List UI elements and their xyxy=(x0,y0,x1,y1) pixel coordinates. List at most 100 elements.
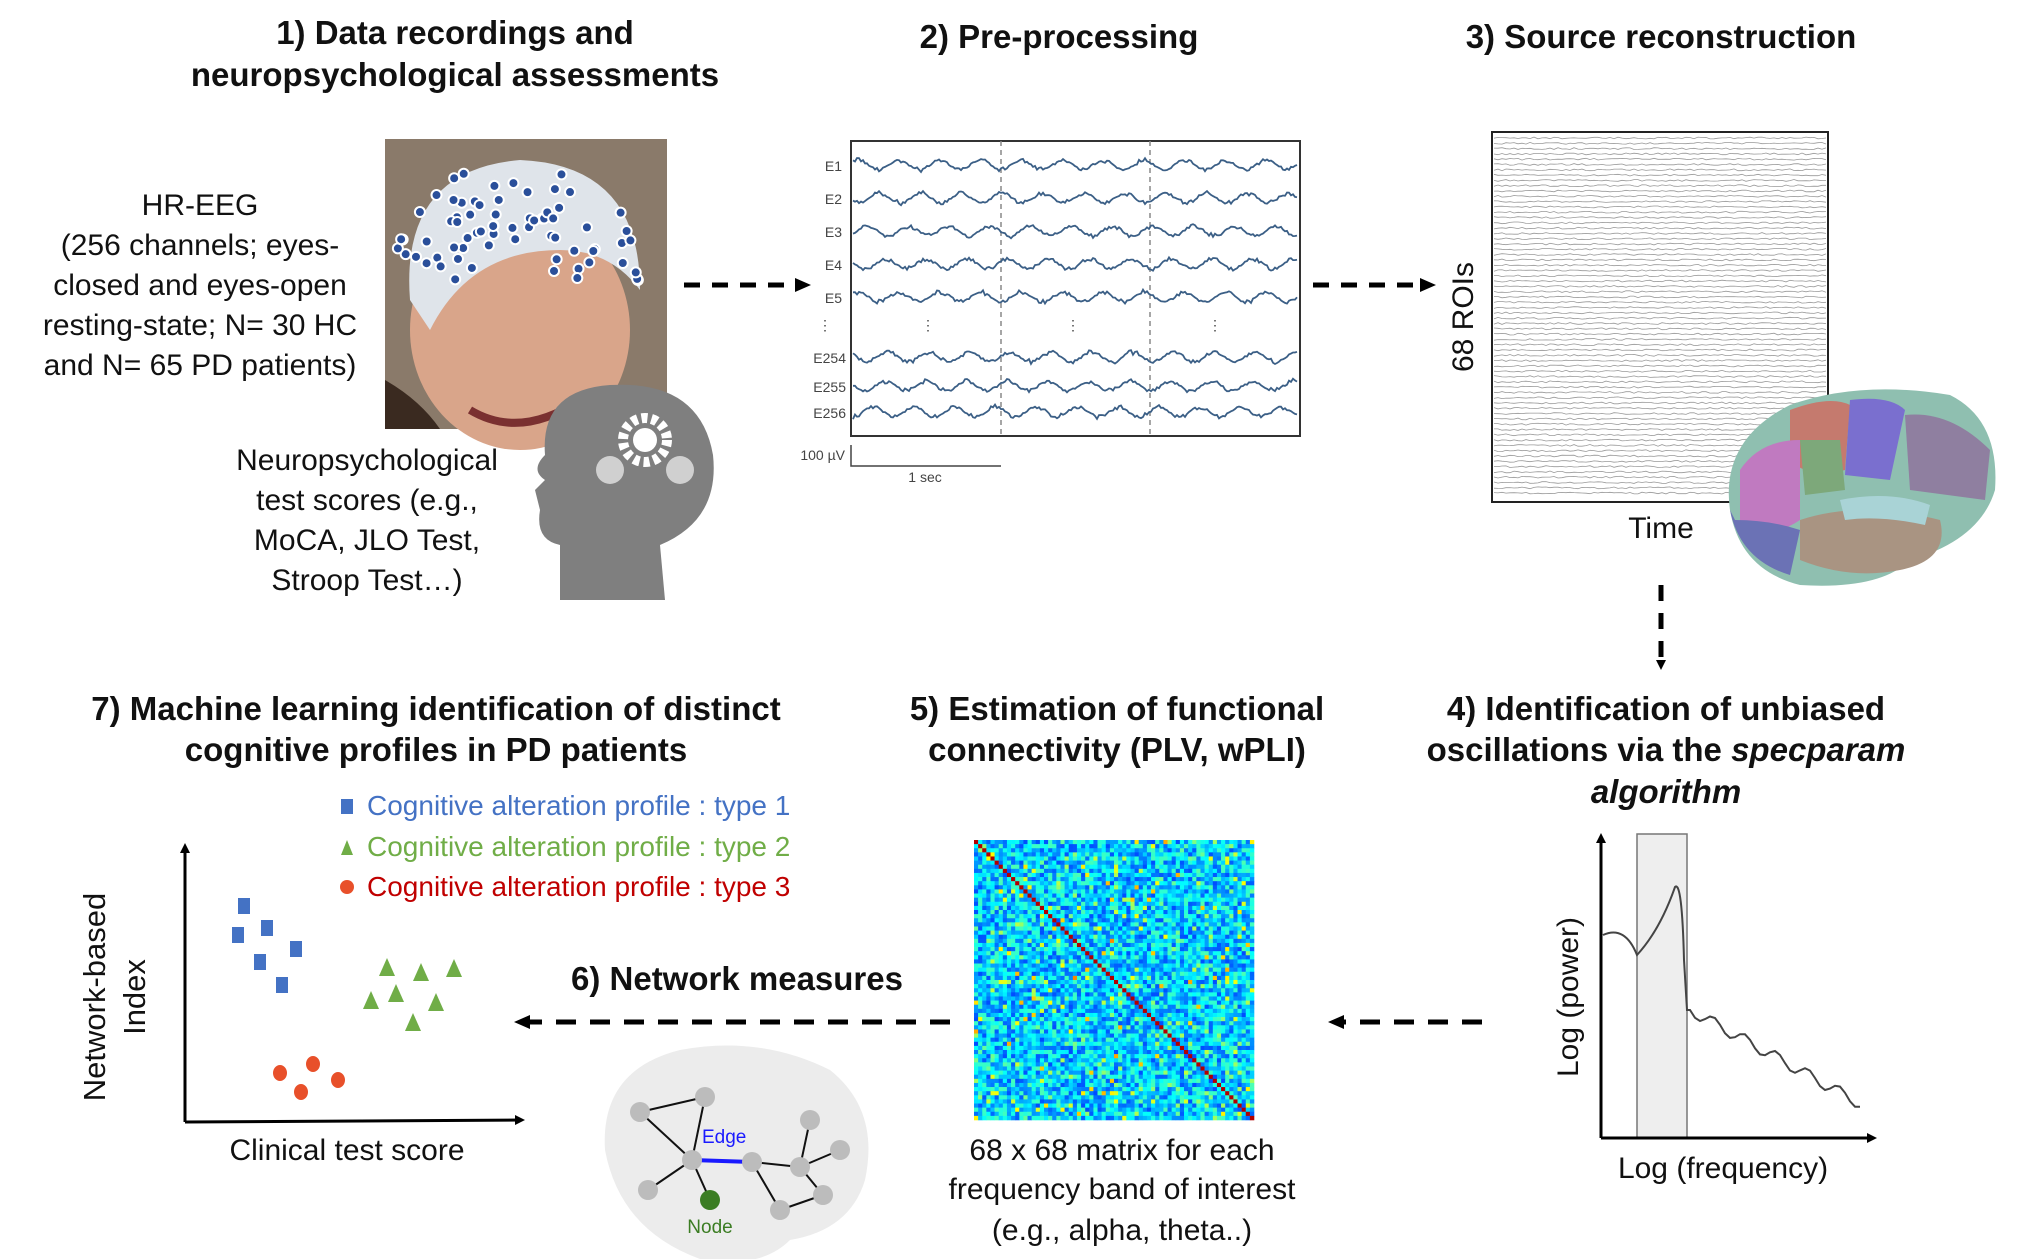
matrix-cell xyxy=(1200,1087,1205,1092)
matrix-cell xyxy=(1039,1074,1045,1080)
matrix-cell xyxy=(986,938,991,944)
matrix-cell xyxy=(1196,848,1201,853)
matrix-cell xyxy=(1105,1041,1111,1047)
matrix-cell xyxy=(1060,1000,1065,1006)
matrix-cell xyxy=(1134,860,1140,866)
matrix-cell xyxy=(1031,1082,1037,1088)
matrix-cell xyxy=(1212,1058,1218,1063)
matrix-cell xyxy=(1035,951,1041,956)
matrix-cell xyxy=(1159,868,1164,874)
matrix-cell xyxy=(1105,914,1111,919)
matrix-cell xyxy=(1056,992,1061,997)
matrix-cell xyxy=(990,1091,995,1096)
matrix-cell xyxy=(1237,1017,1242,1022)
matrix-cell xyxy=(1109,980,1115,985)
matrix-cell xyxy=(1184,1041,1189,1047)
matrix-cell xyxy=(1175,1008,1181,1014)
matrix-cell xyxy=(1118,1012,1123,1018)
matrix-cell xyxy=(1126,901,1131,907)
matrix-cell xyxy=(1229,1037,1234,1043)
matrix-cell xyxy=(1097,877,1102,882)
matrix-cell xyxy=(1179,1062,1185,1067)
matrix-cell xyxy=(998,1103,1004,1108)
matrix-cell xyxy=(1085,1041,1090,1047)
matrix-cell xyxy=(1245,1029,1251,1034)
matrix-cell xyxy=(1184,1012,1189,1018)
matrix-cell xyxy=(1221,1054,1226,1059)
matrix-cell xyxy=(982,984,987,989)
matrix-cell xyxy=(994,967,1000,973)
matrix-cell xyxy=(1031,856,1037,861)
matrix-cell xyxy=(1142,893,1148,898)
matrix-cell xyxy=(1167,1017,1172,1022)
matrix-cell xyxy=(1122,942,1127,948)
matrix-cell xyxy=(1155,1054,1160,1059)
matrix-cell xyxy=(1188,1012,1193,1018)
matrix-cell xyxy=(1002,922,1008,927)
matrix-cell xyxy=(1204,992,1210,997)
matrix-cell xyxy=(978,905,983,911)
matrix-cell xyxy=(1142,1029,1148,1034)
matrix-cell xyxy=(1039,967,1045,973)
matrix-cell xyxy=(1192,1111,1197,1117)
matrix-cell xyxy=(1130,996,1135,1001)
matrix-cell xyxy=(982,926,987,931)
matrix-cell xyxy=(1072,1058,1078,1063)
matrix-cell xyxy=(1151,963,1156,968)
matrix-cell xyxy=(994,1021,1000,1026)
matrix-cell xyxy=(1200,1012,1205,1018)
matrix-cell xyxy=(1146,1091,1152,1096)
matrix-cell xyxy=(986,910,991,915)
matrix-cell xyxy=(1002,856,1008,861)
matrix-cell xyxy=(1163,1066,1168,1071)
matrix-cell xyxy=(1089,930,1094,936)
matrix-cell xyxy=(1044,901,1049,907)
matrix-cell xyxy=(1105,1082,1111,1088)
matrix-cell xyxy=(1225,1029,1230,1034)
matrix-cell xyxy=(1241,918,1247,923)
matrix-cell xyxy=(1225,1045,1230,1051)
matrix-cell xyxy=(1076,1033,1082,1038)
matrix-cell xyxy=(974,959,979,964)
matrix-cell xyxy=(1006,1025,1012,1030)
matrix-cell xyxy=(1192,1062,1197,1067)
matrix-cell xyxy=(1114,947,1119,952)
matrix-cell xyxy=(1068,1025,1074,1030)
matrix-cell xyxy=(1060,872,1065,878)
matrix-cell xyxy=(1019,840,1024,845)
matrix-cell xyxy=(1031,872,1037,878)
matrix-cell xyxy=(1048,905,1053,911)
matrix-cell xyxy=(1221,988,1226,993)
matrix-cell xyxy=(1093,1058,1098,1063)
matrix-cell xyxy=(1146,988,1152,993)
matrix-cell xyxy=(1081,1103,1086,1108)
matrix-cell xyxy=(1142,951,1148,956)
matrix-cell xyxy=(1208,963,1214,968)
matrix-cell xyxy=(1002,1082,1008,1088)
matrix-cell xyxy=(1044,868,1049,874)
matrix-cell xyxy=(1151,1074,1156,1080)
matrix-cell xyxy=(1039,1091,1045,1096)
matrix-cell xyxy=(1056,971,1061,977)
matrix-cell xyxy=(978,1078,983,1084)
matrix-cell xyxy=(1035,872,1041,878)
matrix-cell xyxy=(978,1050,983,1055)
matrix-cell xyxy=(1241,1087,1247,1092)
electrode xyxy=(451,215,464,228)
matrix-cell xyxy=(1126,918,1131,923)
matrix-cell xyxy=(1221,992,1226,997)
matrix-cell xyxy=(1208,1033,1214,1038)
matrix-cell xyxy=(1196,877,1201,882)
matrix-cell xyxy=(1068,967,1074,973)
matrix-cell xyxy=(1076,996,1082,1001)
matrix-cell xyxy=(1245,959,1251,964)
matrix-cell xyxy=(1093,938,1098,944)
matrix-cell xyxy=(998,1012,1004,1018)
matrix-cell xyxy=(1035,868,1041,874)
matrix-cell xyxy=(1027,926,1032,931)
matrix-cell xyxy=(1023,864,1028,870)
matrix-cell xyxy=(986,1111,991,1117)
matrix-cell xyxy=(1118,1066,1123,1071)
matrix-cell xyxy=(1229,905,1234,911)
matrix-cell xyxy=(1052,980,1057,985)
